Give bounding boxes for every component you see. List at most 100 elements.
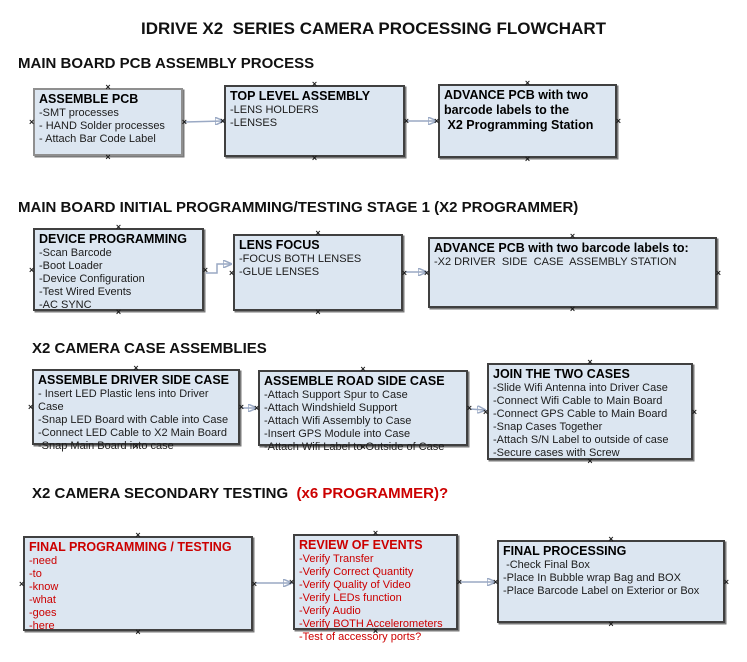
connection-point-icon <box>28 404 33 410</box>
box-item: -LENSES <box>230 117 278 129</box>
box-title: FINAL PROGRAMMING / TESTING <box>29 540 232 554</box>
box-title: REVIEW OF EVENTS <box>299 538 423 552</box>
connection-point-icon <box>133 365 138 371</box>
box-title: LENS FOCUS <box>239 238 320 252</box>
box-item: -Boot Loader <box>39 260 103 272</box>
box-title: JOIN THE TWO CASES <box>493 367 630 381</box>
box-item: -Insert GPS Module into Case <box>264 428 411 440</box>
flow-box-assemble-driver-side-case: ASSEMBLE DRIVER SIDE CASE - Insert LED P… <box>32 369 240 452</box>
connection-point-icon <box>616 118 621 124</box>
box-item: -to <box>29 568 42 580</box>
connection-point-icon <box>716 270 721 276</box>
connection-point-icon <box>254 405 259 411</box>
connection-point-icon <box>315 230 320 236</box>
box-item: -Verify Correct Quantity <box>299 566 414 578</box>
box-item: -Connect LED Cable to X2 Main Board <box>38 427 227 439</box>
connection-point-icon <box>608 621 613 627</box>
connection-point-icon <box>312 81 317 87</box>
box-item: -Attach Windshield Support <box>264 402 398 414</box>
flow-box-review-of-events: REVIEW OF EVENTS -Verify Transfer -Verif… <box>293 534 458 643</box>
connection-point-icon <box>587 458 592 464</box>
connection-point-icon <box>724 579 729 585</box>
flow-box-top-level-assembly: TOP LEVEL ASSEMBLY -LENS HOLDERS -LENSES <box>224 85 405 157</box>
box-item: -Test Wired Events <box>39 286 132 298</box>
connection-point-icon <box>252 581 257 587</box>
box-item: -Attach S/N Label to outside of case <box>493 434 669 446</box>
flow-box-advance-pcb-programming-station: ADVANCE PCB with two barcode labels to t… <box>438 84 617 158</box>
box-title: FINAL PROCESSING <box>503 544 627 558</box>
connection-point-icon <box>692 409 697 415</box>
box-item: -Check Final Box <box>503 559 590 571</box>
flow-box-assemble-road-side-case: ASSEMBLE ROAD SIDE CASE -Attach Support … <box>258 370 468 453</box>
connection-point-icon <box>457 579 462 585</box>
section-heading-text: X2 CAMERA SECONDARY TESTING <box>32 485 293 502</box>
connection-point-icon <box>434 118 439 124</box>
connection-point-icon <box>133 443 138 449</box>
box-item: -FOCUS BOTH LENSES <box>239 253 362 265</box>
box-item: -Attach Support Spur to Case <box>264 389 408 401</box>
box-item: -Connect Wifi Cable to Main Board <box>493 395 663 407</box>
box-item: -Secure cases with Screw <box>493 447 620 459</box>
box-item: -Snap Cases Together <box>493 421 603 433</box>
box-item: -Place In Bubble wrap Bag and BOX <box>503 572 681 584</box>
box-item: -Device Configuration <box>39 273 145 285</box>
box-title: ASSEMBLE DRIVER SIDE CASE <box>38 373 230 387</box>
box-title: DEVICE PROGRAMMING <box>39 232 187 246</box>
box-item: -SMT processes <box>39 107 119 119</box>
box-item: -Connect GPS Cable to Main Board <box>493 408 668 420</box>
box-item: -what <box>29 594 56 606</box>
box-item: - HAND Solder processes <box>39 120 165 132</box>
box-item: -know <box>29 581 59 593</box>
connection-point-icon <box>360 366 365 372</box>
box-item: -goes <box>29 607 57 619</box>
flow-arrow-3 <box>206 264 231 274</box>
connection-point-icon <box>312 155 317 161</box>
flow-box-lens-focus: LENS FOCUS -FOCUS BOTH LENSES -GLUE LENS… <box>233 234 403 311</box>
box-item: -X2 DRIVER SIDE CASE ASSEMBLY STATION <box>434 256 677 268</box>
box-title: ASSEMBLE PCB <box>39 92 139 106</box>
box-item: -Place Barcode Label on Exterior or Box <box>503 585 700 597</box>
box-item: -need <box>29 555 58 567</box>
box-item: -Verify LEDs function <box>299 592 402 604</box>
flow-box-device-programming: DEVICE PROGRAMMING -Scan Barcode -Boot L… <box>33 228 204 311</box>
box-item: -GLUE LENSES <box>239 266 320 278</box>
connection-point-icon <box>29 267 34 273</box>
box-item: -Verify Audio <box>299 605 361 617</box>
connection-point-icon <box>116 309 121 315</box>
box-item: - Insert LED Plastic lens into Driver Ca… <box>38 388 212 413</box>
box-item: - Attach Bar Code Label <box>39 133 156 145</box>
box-item: -Snap LED Board with Cable into Case <box>38 414 229 426</box>
connection-point-icon <box>220 118 225 124</box>
box-item: -Verify Transfer <box>299 553 374 565</box>
connection-point-icon <box>360 444 365 450</box>
connection-point-icon <box>525 156 530 162</box>
connection-point-icon <box>135 629 140 635</box>
connection-point-icon <box>105 84 110 90</box>
connection-point-icon <box>570 306 575 312</box>
connection-point-icon <box>239 404 244 410</box>
connection-point-icon <box>289 579 294 585</box>
flow-box-assemble-pcb: ASSEMBLE PCB -SMT processes - HAND Solde… <box>33 88 183 156</box>
connection-point-icon <box>373 530 378 536</box>
flow-box-advance-pcb-driver-side: ADVANCE PCB with two barcode labels to: … <box>428 237 717 308</box>
connection-point-icon <box>570 233 575 239</box>
section-heading-secondary-testing: X2 CAMERA SECONDARY TESTING (x6 PROGRAMM… <box>32 485 448 502</box>
box-title: ADVANCE PCB with two barcode labels to t… <box>444 88 594 132</box>
connection-point-icon <box>373 628 378 634</box>
connection-point-icon <box>525 80 530 86</box>
section-heading-case-assemblies: X2 CAMERA CASE ASSEMBLIES <box>32 340 267 357</box>
connection-point-icon <box>19 581 24 587</box>
connection-point-icon <box>315 309 320 315</box>
box-item: -here <box>29 620 55 632</box>
connection-point-icon <box>105 154 110 160</box>
flow-box-final-processing: FINAL PROCESSING -Check Final Box -Place… <box>497 540 725 623</box>
connection-point-icon <box>404 118 409 124</box>
connection-point-icon <box>587 359 592 365</box>
section-heading-pcb-assembly: MAIN BOARD PCB ASSEMBLY PROCESS <box>18 55 315 72</box>
flow-box-join-the-two-cases: JOIN THE TWO CASES -Slide Wifi Antenna i… <box>487 363 693 460</box>
section-heading-accent: (x6 PROGRAMMER)? <box>292 485 449 502</box>
connection-point-icon <box>608 536 613 542</box>
box-title: TOP LEVEL ASSEMBLY <box>230 89 371 103</box>
connection-point-icon <box>135 532 140 538</box>
